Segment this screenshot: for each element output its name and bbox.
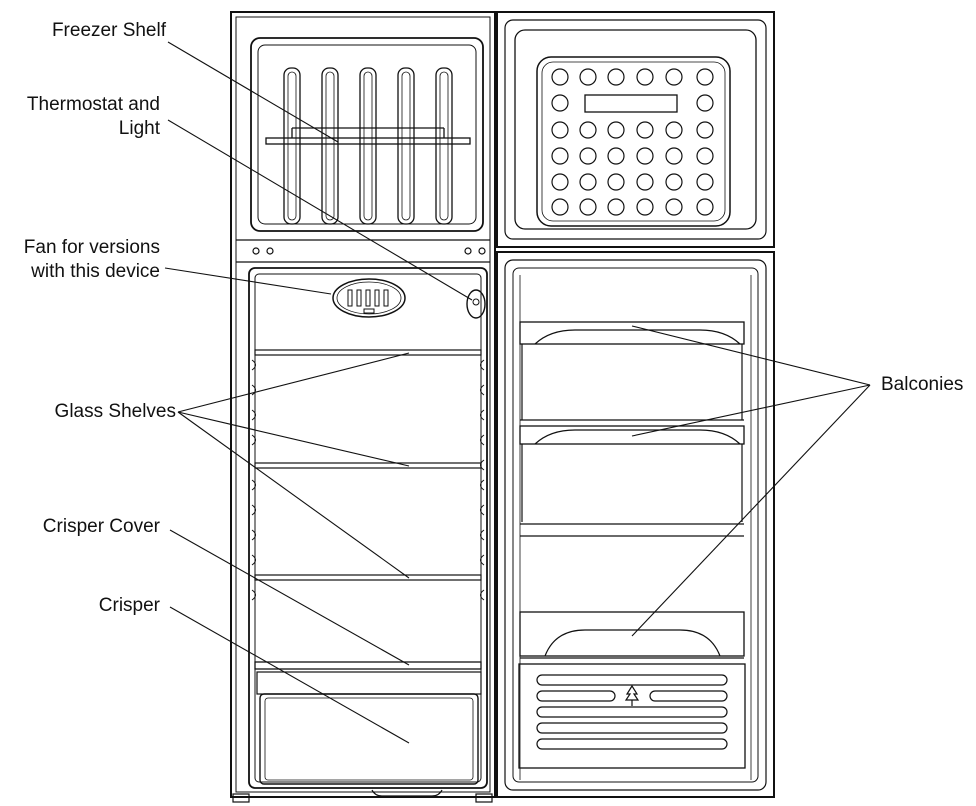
- crisper-cover: [254, 661, 482, 670]
- egg-hole: [551, 94, 569, 112]
- egg-hole: [551, 147, 569, 165]
- fan-unit: [332, 278, 406, 318]
- fridge-door: [496, 251, 775, 798]
- egg-hole: [607, 147, 625, 165]
- egg-hole: [551, 198, 569, 216]
- egg-hole: [665, 173, 683, 191]
- egg-hole: [579, 121, 597, 139]
- egg-hole: [607, 198, 625, 216]
- leader-glass-shelf-2: [177, 411, 410, 467]
- label-freezer-shelf: Freezer Shelf: [51, 20, 166, 41]
- door-bottom-panel: [518, 663, 746, 769]
- label-thermostat-line1: Thermostat and: [26, 94, 160, 115]
- leader-balcony-1: [631, 325, 871, 386]
- fridge-compartment: [248, 267, 488, 789]
- leader-glass-shelf-3: [177, 411, 410, 579]
- leader-balcony-3: [631, 384, 871, 637]
- egg-hole: [551, 68, 569, 86]
- egg-hole: [551, 173, 569, 191]
- egg-hole: [696, 121, 714, 139]
- leader-fan: [164, 267, 332, 295]
- egg-hole: [636, 173, 654, 191]
- label-balconies: Balconies: [881, 374, 964, 395]
- label-crisper: Crisper: [98, 595, 160, 616]
- freezer-door: [496, 11, 775, 248]
- leader-thermostat: [167, 119, 473, 301]
- egg-hole: [579, 68, 597, 86]
- egg-hole: [696, 198, 714, 216]
- egg-hole: [696, 147, 714, 165]
- egg-hole: [551, 121, 569, 139]
- freezer-compartment: [250, 37, 484, 232]
- divider-strip: [236, 239, 490, 263]
- egg-hole: [696, 173, 714, 191]
- label-fan: Fan for versions with this device: [24, 236, 160, 284]
- egg-hole: [696, 94, 714, 112]
- leader-glass-shelf-1: [177, 352, 410, 413]
- egg-hole: [636, 121, 654, 139]
- label-fan-line2: with this device: [31, 261, 160, 282]
- label-fan-line1: Fan for versions: [23, 237, 160, 258]
- label-glass-shelves: Glass Shelves: [54, 401, 176, 422]
- leader-crisper-cover: [169, 529, 410, 666]
- egg-hole: [696, 68, 714, 86]
- door-balconies: [519, 321, 745, 659]
- egg-hole: [607, 68, 625, 86]
- egg-hole: [579, 147, 597, 165]
- cabinet-body: [230, 11, 496, 803]
- egg-hole: [579, 198, 597, 216]
- egg-hole: [607, 121, 625, 139]
- egg-hole: [665, 147, 683, 165]
- leader-freezer-shelf: [167, 41, 339, 143]
- egg-hole: [607, 173, 625, 191]
- label-thermostat-light: Thermostat and Light: [27, 93, 160, 141]
- label-thermostat-line2: Light: [118, 118, 160, 139]
- glass-shelves: [254, 349, 482, 581]
- egg-hole: [579, 173, 597, 191]
- egg-hole: [636, 147, 654, 165]
- leader-lines: [164, 41, 871, 744]
- egg-hole: [636, 68, 654, 86]
- crisper: [256, 671, 482, 797]
- egg-hole: [636, 198, 654, 216]
- thermostat-light: [466, 289, 486, 319]
- egg-tray: [551, 68, 714, 216]
- leader-balcony-2: [631, 384, 871, 437]
- egg-hole: [665, 198, 683, 216]
- egg-hole: [665, 68, 683, 86]
- label-crisper-cover: Crisper Cover: [42, 516, 160, 537]
- freezer-shelf: [265, 127, 471, 145]
- leader-crisper: [169, 606, 410, 744]
- egg-hole: [665, 121, 683, 139]
